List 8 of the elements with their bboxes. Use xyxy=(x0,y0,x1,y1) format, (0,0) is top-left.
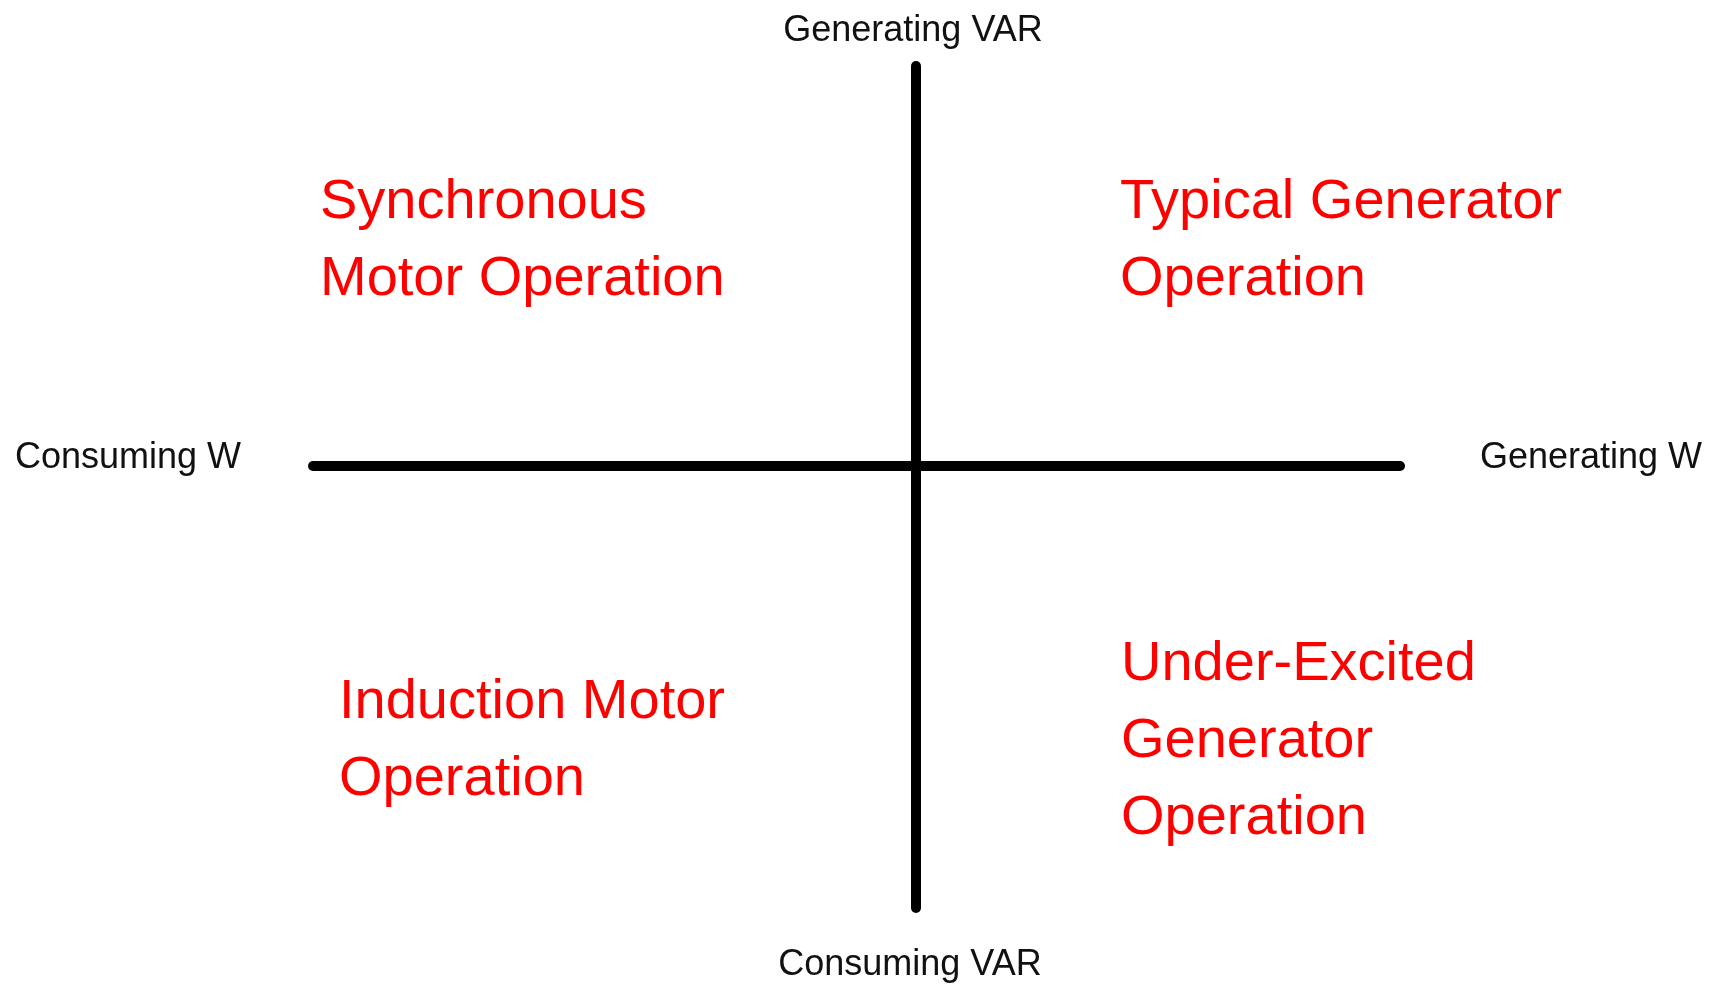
axis-label: Consuming W xyxy=(15,435,242,477)
quadrant-label: Under-Excited Generator Operation xyxy=(1121,628,1477,848)
axis-label: Generating W xyxy=(1479,435,1702,477)
axis-label: Consuming VAR xyxy=(778,942,1042,984)
quadrant-label: Synchronous Motor Operation xyxy=(320,166,726,309)
axis-label: Generating VAR xyxy=(783,8,1043,50)
quadrant-label: Induction Motor Operation xyxy=(339,666,726,809)
quadrant-label: Typical Generator Operation xyxy=(1120,166,1563,309)
